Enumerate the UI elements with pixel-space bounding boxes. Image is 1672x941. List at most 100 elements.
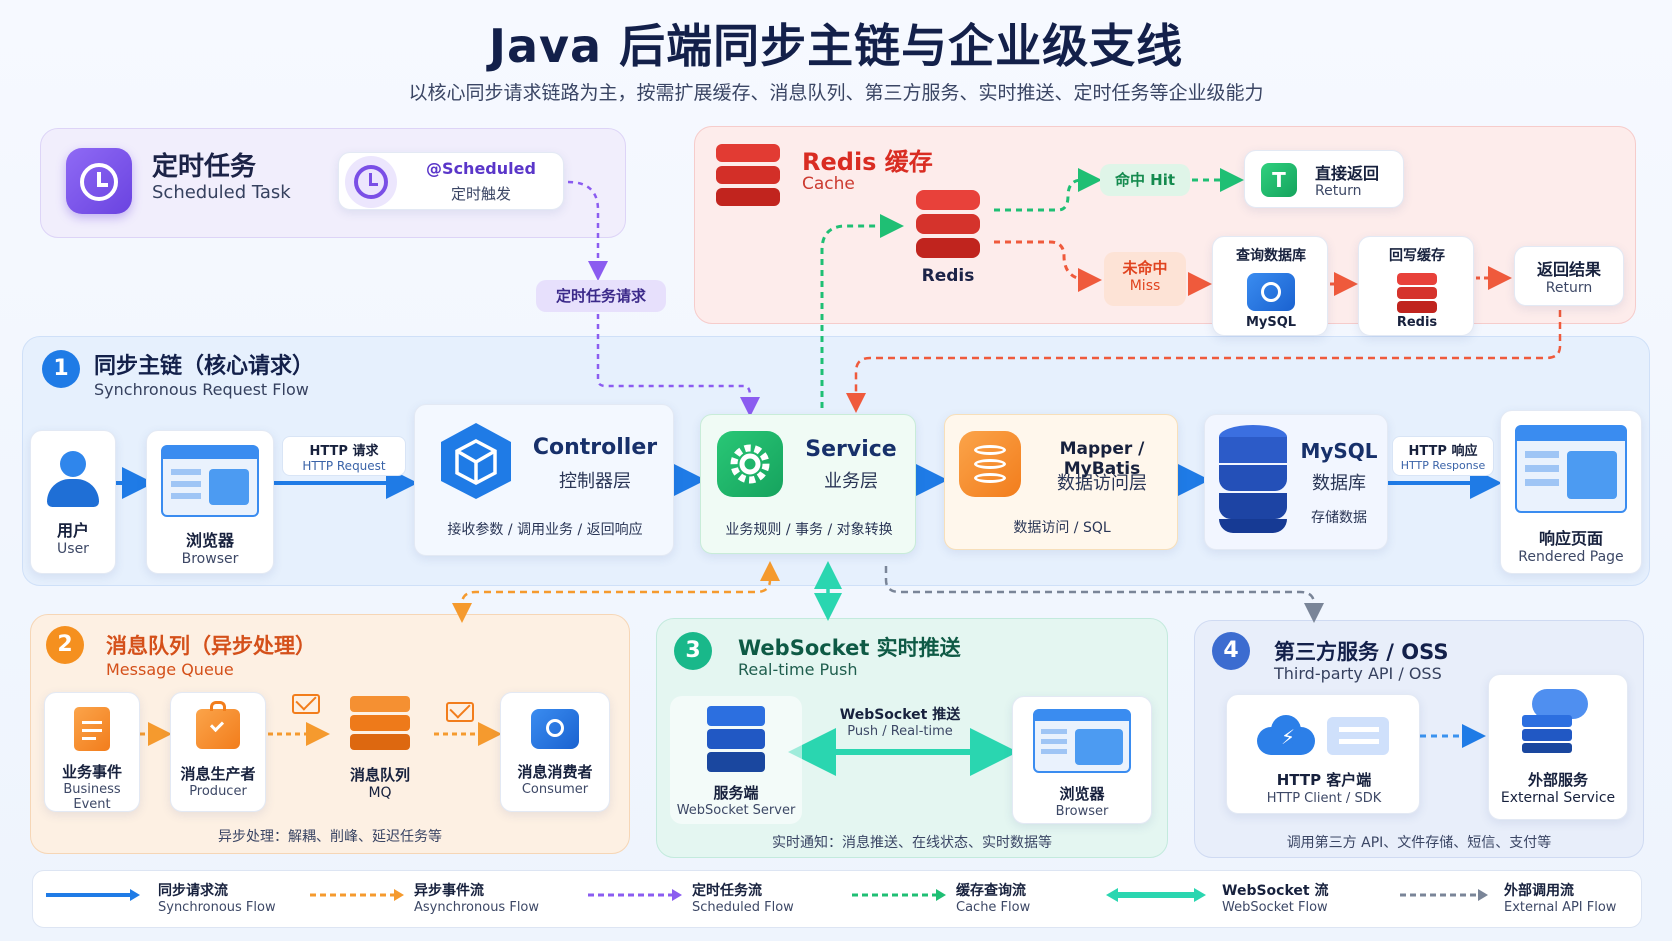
consumer-card[interactable]: 消息消费者 Consumer [500, 692, 610, 812]
legend-external-en: External API Flow [1504, 900, 1617, 915]
controller-desc: 接收参数 / 调用业务 / 返回响应 [447, 522, 643, 538]
http-client-card[interactable]: ⚡ HTTP 客户端 HTTP Client / SDK [1226, 694, 1420, 814]
ws-browser-zh: 浏览器 [1059, 785, 1105, 803]
legend-async-en: Asynchronous Flow [414, 900, 540, 915]
scheduled-annotation-card[interactable]: @Scheduled 定时触发 [338, 152, 564, 210]
redis-node-label: Redis [921, 266, 975, 286]
mq-section-number: 2 [46, 626, 84, 664]
mapper-card[interactable]: Mapper / MyBatis 数据访问层 数据访问 / SQL [944, 414, 1178, 550]
legend-websocket-zh: WebSocket 流 [1222, 883, 1329, 899]
business-event-en: Business Event [63, 782, 121, 812]
legend-sync-zh: 同步请求流 [158, 883, 228, 899]
write-back-label: 回写缓存 [1389, 248, 1445, 264]
query-db-node: MySQL [1245, 315, 1297, 330]
third-title-zh: 第三方服务 / OSS [1274, 640, 1449, 664]
cache-hit-badge: 命中 Hit [1100, 164, 1190, 196]
http-response-en: HTTP Response [1400, 459, 1486, 472]
ws-server-zh: 服务端 [713, 784, 759, 802]
external-service-zh: 外部服务 [1527, 771, 1588, 789]
main-title-en: Synchronous Request Flow [94, 380, 309, 399]
ws-server-node[interactable]: 服务端 WebSocket Server [670, 696, 802, 824]
sdk-panel-icon [1327, 717, 1389, 755]
write-back-card[interactable]: 回写缓存 Redis [1358, 236, 1474, 336]
direct-return-card[interactable]: T 直接返回 Return [1244, 150, 1404, 208]
browser-card[interactable]: 浏览器 Browser [146, 430, 274, 574]
http-response-label: HTTP 响应 HTTP Response [1392, 436, 1494, 476]
scheduled-trigger: 定时触发 [450, 185, 511, 203]
ws-browser-card[interactable]: 浏览器 Browser [1012, 696, 1152, 824]
direct-return-en: Return [1315, 183, 1362, 199]
scheduled-clock-icon [345, 156, 397, 208]
controller-label-en: Controller [532, 435, 658, 460]
database-orange-icon [959, 431, 1021, 497]
http-client-en: HTTP Client / SDK [1266, 791, 1382, 806]
service-label-zh: 业务层 [824, 471, 878, 492]
legend-sync-line [46, 889, 140, 901]
redis-subtitle: Cache [802, 174, 855, 194]
envelope-icon-2 [446, 697, 474, 722]
redis-small-icon [1397, 273, 1437, 313]
server-blue-icon [707, 706, 765, 772]
legend-scheduled: 定时任务流 Scheduled Flow [588, 880, 838, 920]
result-return-zh: 返回结果 [1536, 260, 1601, 279]
business-event-card[interactable]: 业务事件 Business Event [44, 692, 140, 812]
legend-async-line [310, 889, 404, 901]
user-card[interactable]: 用户 User [30, 430, 116, 574]
service-desc: 业务规则 / 事务 / 对象转换 [725, 522, 893, 538]
business-event-zh: 业务事件 [61, 763, 122, 781]
mysql-label-zh: 数据库 [1312, 473, 1366, 494]
ws-browser-icon [1033, 709, 1131, 773]
mysql-card[interactable]: MySQL 数据库 存储数据 [1204, 414, 1388, 550]
user-icon [47, 451, 99, 507]
browser-window-icon [161, 445, 259, 517]
external-service-en: External Service [1500, 790, 1616, 806]
legend-scheduled-zh: 定时任务流 [692, 883, 762, 899]
legend-websocket: WebSocket 流 WebSocket Flow [1106, 880, 1366, 920]
producer-zh: 消息生产者 [180, 765, 256, 783]
ws-footer: 实时通知：消息推送、在线状态、实时数据等 [772, 835, 1052, 851]
rendered-page-icon [1515, 425, 1627, 513]
producer-en: Producer [189, 784, 247, 799]
cache-miss-zh: 未命中 [1122, 259, 1168, 277]
result-return-en: Return [1545, 280, 1593, 296]
controller-card[interactable]: Controller 控制器层 接收参数 / 调用业务 / 返回响应 [414, 404, 674, 556]
external-service-card[interactable]: 外部服务 External Service [1488, 674, 1628, 820]
server-orange-icon [350, 696, 410, 750]
mq-queue-node[interactable]: 消息队列 MQ [330, 694, 430, 812]
service-label-en: Service [805, 437, 897, 462]
legend-external: 外部调用流 External API Flow [1400, 880, 1636, 920]
mq-queue-en: MQ [368, 785, 392, 801]
rendered-page-en: Rendered Page [1518, 549, 1624, 565]
rendered-page-card[interactable]: 响应页面 Rendered Page [1500, 410, 1642, 574]
mq-queue-zh: 消息队列 [349, 766, 410, 784]
legend-websocket-line [1106, 888, 1206, 902]
scheduled-annotation: @Scheduled [426, 159, 536, 178]
mapper-label-en: Mapper / MyBatis [1059, 439, 1145, 479]
producer-card[interactable]: 消息生产者 Producer [170, 692, 266, 812]
main-title-zh: 同步主链（核心请求） [94, 354, 315, 379]
legend-cache-zh: 缓存查询流 [956, 883, 1026, 899]
ws-push-en: Push / Real-time [847, 724, 953, 739]
http-client-zh: HTTP 客户端 [1276, 771, 1372, 789]
scheduled-title-en: Scheduled Task [152, 182, 291, 203]
http-request-label: HTTP 请求 HTTP Request [282, 436, 406, 476]
clock-app-icon [66, 148, 132, 214]
legend-async-zh: 异步事件流 [414, 883, 484, 899]
service-card[interactable]: Service 业务层 业务规则 / 事务 / 对象转换 [700, 414, 916, 554]
third-footer: 调用第三方 API、文件存储、短信、支付等 [1286, 835, 1552, 851]
gear-icon [717, 431, 783, 497]
ws-title-zh: WebSocket 实时推送 [738, 636, 961, 660]
document-icon [74, 707, 110, 751]
legend-external-zh: 外部调用流 [1504, 883, 1574, 899]
bag-icon [196, 701, 240, 749]
third-section-number: 4 [1212, 632, 1250, 670]
main-section-number: 1 [42, 350, 80, 388]
consumer-zh: 消息消费者 [517, 763, 593, 781]
query-db-card[interactable]: 查询数据库 MySQL [1212, 236, 1328, 336]
page-subtitle: 以核心同步请求链路为主，按需扩展缓存、消息队列、第三方服务、实时推送、定时任务等… [408, 82, 1264, 104]
result-return-card[interactable]: 返回结果 Return [1514, 246, 1624, 306]
scheduled-request-badge: 定时任务请求 [536, 280, 666, 312]
cloud-bolt-icon: ⚡ [1257, 713, 1315, 755]
cache-miss-badge: 未命中 Miss [1104, 252, 1186, 306]
legend-async: 异步事件流 Asynchronous Flow [310, 880, 560, 920]
